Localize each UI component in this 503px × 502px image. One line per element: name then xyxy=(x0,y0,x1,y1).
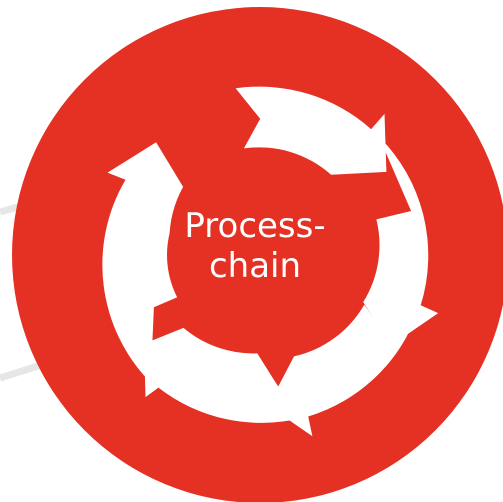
cycle-arrow-segment xyxy=(102,142,185,383)
cycle-arrow-segment xyxy=(235,86,387,175)
inner-circle xyxy=(167,162,353,348)
center-label-line-2: chain xyxy=(208,246,302,286)
center-label-line-1: Process- xyxy=(184,206,326,246)
cycle-arrow-segment xyxy=(268,304,418,437)
cycle-arrow-segment xyxy=(144,327,300,423)
cycle-arrows-icon xyxy=(102,86,439,437)
cycle-arrow-segment xyxy=(363,136,439,346)
center-label: Process- chain xyxy=(150,206,360,286)
